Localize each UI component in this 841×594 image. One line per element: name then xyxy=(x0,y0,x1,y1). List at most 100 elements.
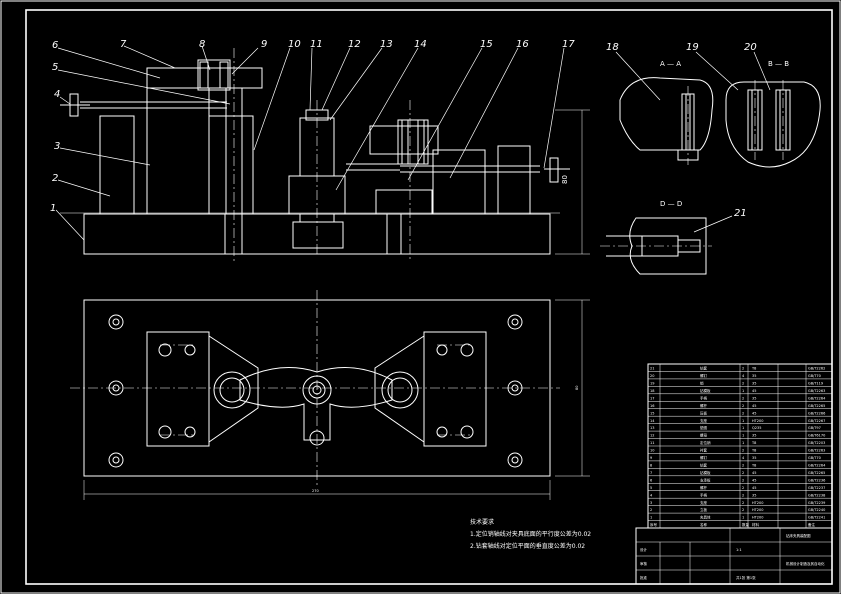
bom-cell-qty: 2 xyxy=(742,464,744,468)
bom-cell-name: 手柄 xyxy=(700,492,708,497)
bom-cell-qty: 2 xyxy=(742,449,744,453)
bom-cell-no: 16 xyxy=(650,404,654,408)
inner-border xyxy=(25,9,833,585)
label-12: 12 xyxy=(348,39,361,50)
bom-cell-no: 7 xyxy=(650,471,652,475)
bom-cell-std: GB/T2238 xyxy=(808,493,825,497)
bom-cell-no: 11 xyxy=(650,441,654,445)
bom-cell-qty: 2 xyxy=(742,471,744,475)
tb-checker: 审核 xyxy=(640,561,648,566)
bom-cell-name: 钻模板 xyxy=(700,470,711,475)
tb-school: 机械设计制造及其自动化 xyxy=(786,561,825,566)
bom-cell-mat: 35 xyxy=(752,382,756,386)
bom-cell-name: 钻套 xyxy=(700,463,708,468)
label-6: 6 xyxy=(52,40,58,51)
bom-cell-no: 15 xyxy=(650,411,654,415)
bom-cell-std: GB/T2241 xyxy=(808,516,825,520)
bom-cell-name: 夹具体 xyxy=(700,515,711,520)
bom-cell-mat: 35 xyxy=(752,396,756,400)
bom-cell-mat: 35 xyxy=(752,374,756,378)
plan-view: 270 80 xyxy=(70,290,590,500)
label-1: 1 xyxy=(50,203,56,214)
label-9: 9 xyxy=(261,39,267,50)
bom-cell-std: GB/T2264 xyxy=(808,464,826,468)
part-labels: 1 2 3 4 5 6 7 8 9 10 11 12 13 14 15 16 1… xyxy=(50,39,757,219)
bom-cell-mat: T8 xyxy=(751,441,756,445)
bom-cell-qty: 2 xyxy=(742,396,744,400)
bom-cell-name: 压板 xyxy=(700,410,708,415)
tb-scale: 1:1 xyxy=(736,548,742,552)
bom-cell-name: 支座 xyxy=(700,500,708,505)
label-19: 19 xyxy=(686,42,699,53)
bom-cell-name: 支座 xyxy=(700,418,708,423)
bom-cell-no: 18 xyxy=(650,389,654,393)
bom-cell-no: 5 xyxy=(650,486,652,490)
bom-cell-qty: 1 xyxy=(742,516,744,520)
bom-cell-std: 备注 xyxy=(808,522,816,527)
bom-cell-name: 销 xyxy=(700,381,704,386)
label-8: 8 xyxy=(199,39,205,50)
bom-cell-mat: 45 xyxy=(752,471,756,475)
bom-cell-mat: 45 xyxy=(752,404,756,408)
bom-cell-std: GB/T6170 xyxy=(808,434,825,438)
plan-width-dim: 270 xyxy=(312,489,319,493)
bom-cell-qty: 2 xyxy=(742,501,744,505)
label-15: 15 xyxy=(480,39,493,50)
bom-cell-qty: 1 xyxy=(742,434,744,438)
bom-cell-std: GB/T2237 xyxy=(808,486,825,490)
bom-cell-qty: 2 xyxy=(742,404,744,408)
front-height-dim: 80 xyxy=(561,175,569,184)
bom-cell-mat: 35 xyxy=(752,493,756,497)
bom-cell-no: 20 xyxy=(650,374,654,378)
title-block: 设计 审核 批准 1:1 共1张 第1张 钻床夹具装配图 机械设计制造及其自动化 xyxy=(635,527,833,585)
bom-cell-name: 钻模板 xyxy=(700,388,711,393)
bom-cell-no: 10 xyxy=(650,449,654,453)
bom-cell-no: 8 xyxy=(650,464,652,468)
bom-cell-name: 衬套 xyxy=(700,448,708,453)
bom-cell-qty: 1 xyxy=(742,419,744,423)
tb-drawing-name: 钻床夹具装配图 xyxy=(786,533,811,538)
bom-cell-mat: 材料 xyxy=(752,522,760,527)
bom-cell-std: GB/T2236 xyxy=(808,478,825,482)
bom-cell-no: 21 xyxy=(650,367,654,371)
plan-height-dim: 80 xyxy=(575,386,579,390)
label-10: 10 xyxy=(288,39,301,50)
bom-cell-name: 钻套 xyxy=(700,366,708,371)
tb-sheet: 共1张 第1张 xyxy=(736,575,756,580)
label-13: 13 xyxy=(380,39,393,50)
bom-cell-name: 螺钉 xyxy=(700,373,708,378)
bom-cell-std: GB/T2265 xyxy=(808,471,825,475)
bom-cell-no: 9 xyxy=(650,456,652,460)
label-17: 17 xyxy=(562,39,575,50)
bom-cell-qty: 2 xyxy=(742,411,744,415)
bom-cell-std: GB/T2265 xyxy=(808,404,825,408)
bom-cell-mat: 45 xyxy=(752,478,756,482)
bom-cell-mat: HT200 xyxy=(752,419,763,423)
bom-cell-mat: HT200 xyxy=(752,516,763,520)
bom-cell-mat: 45 xyxy=(752,411,756,415)
bom-cell-std: GB/T2264 xyxy=(808,396,826,400)
tb-approver: 批准 xyxy=(640,575,648,580)
bom-cell-qty: 数量 xyxy=(742,522,750,527)
bom-cell-name: 定位销 xyxy=(700,440,711,445)
bom-cell-std: GB/T2263 xyxy=(808,389,825,393)
bom-cell-qty: 1 xyxy=(742,426,744,430)
bom-cell-no: 17 xyxy=(650,396,654,400)
bom-cell-mat: 45 xyxy=(752,389,756,393)
bom-cell-std: GB/T97 xyxy=(808,426,821,430)
bom-cell-name: 螺杆 xyxy=(700,403,708,408)
leaders xyxy=(55,45,771,241)
label-20: 20 xyxy=(744,42,757,53)
bom-cell-std: GB/T2266 xyxy=(808,411,825,415)
bom-cell-std: GB/T2203 xyxy=(808,441,825,445)
bom-cell-qty: 2 xyxy=(742,367,744,371)
bom-cell-mat: T8 xyxy=(751,367,756,371)
bom-cell-name: 螺母 xyxy=(700,433,708,438)
bom-cell-no: 14 xyxy=(650,419,655,423)
bom-cell-no: 序号 xyxy=(650,522,658,527)
label-21: 21 xyxy=(734,208,747,219)
bom-cell-mat: T8 xyxy=(751,464,756,468)
bom-cell-name: 名称 xyxy=(700,522,708,527)
